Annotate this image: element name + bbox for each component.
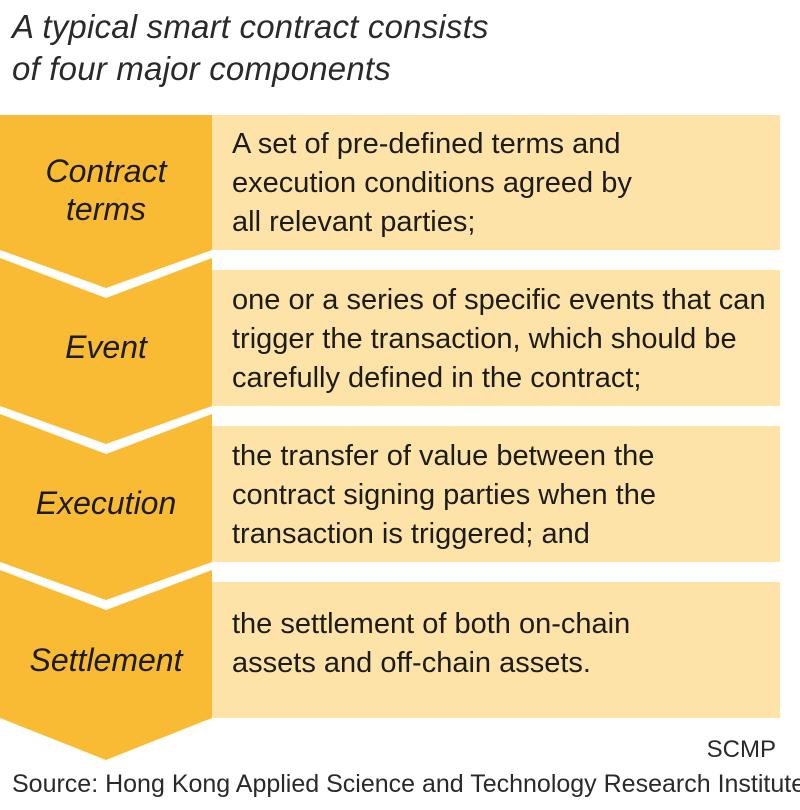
label-line: Contract: [45, 153, 167, 189]
description-line: assets and off-chain assets.: [232, 647, 591, 679]
description-line: one or a series of specific events that …: [232, 284, 766, 316]
description-line: carefully defined in the contract;: [232, 362, 642, 394]
component-label-settlement: Settlement: [0, 641, 212, 679]
title-line: A typical smart contract consists: [12, 8, 489, 45]
description-line: execution conditions agreed by: [232, 167, 632, 199]
description-line: trigger the transaction, which should be: [232, 323, 737, 355]
chevron-event: [0, 258, 212, 444]
source-note: Source: Hong Kong Applied Science and Te…: [12, 770, 800, 798]
component-description-execution: the transfer of value between the contra…: [212, 426, 780, 562]
description-line: all relevant parties;: [232, 206, 476, 238]
chevron-contract-terms: [0, 115, 212, 288]
description-line: A set of pre-defined terms and: [232, 128, 621, 160]
description-line: transaction is triggered; and: [232, 518, 590, 550]
description-line: the settlement of both on-chain: [232, 608, 631, 640]
chart-title: A typical smart contract consists of fou…: [12, 6, 772, 90]
description-line: contract signing parties when the: [232, 479, 656, 511]
component-label-contract-terms: Contract terms: [0, 152, 212, 228]
component-description-contract-terms: A set of pre-defined terms and execution…: [212, 115, 780, 250]
component-description-event: one or a series of specific events that …: [212, 270, 780, 406]
label-line: Event: [65, 329, 147, 365]
component-label-execution: Execution: [0, 484, 212, 522]
component-label-event: Event: [0, 328, 212, 366]
component-description-settlement: the settlement of both on-chain assets a…: [212, 582, 780, 718]
title-line: of four major components: [12, 50, 391, 87]
label-line: Execution: [35, 485, 177, 521]
credit-scmp: SCMP: [706, 736, 776, 763]
description-line: the transfer of value between the: [232, 440, 655, 472]
chevron-settlement: [0, 570, 212, 760]
chevron-execution: [0, 414, 212, 600]
label-line: Settlement: [29, 642, 183, 678]
label-line: terms: [66, 191, 146, 227]
